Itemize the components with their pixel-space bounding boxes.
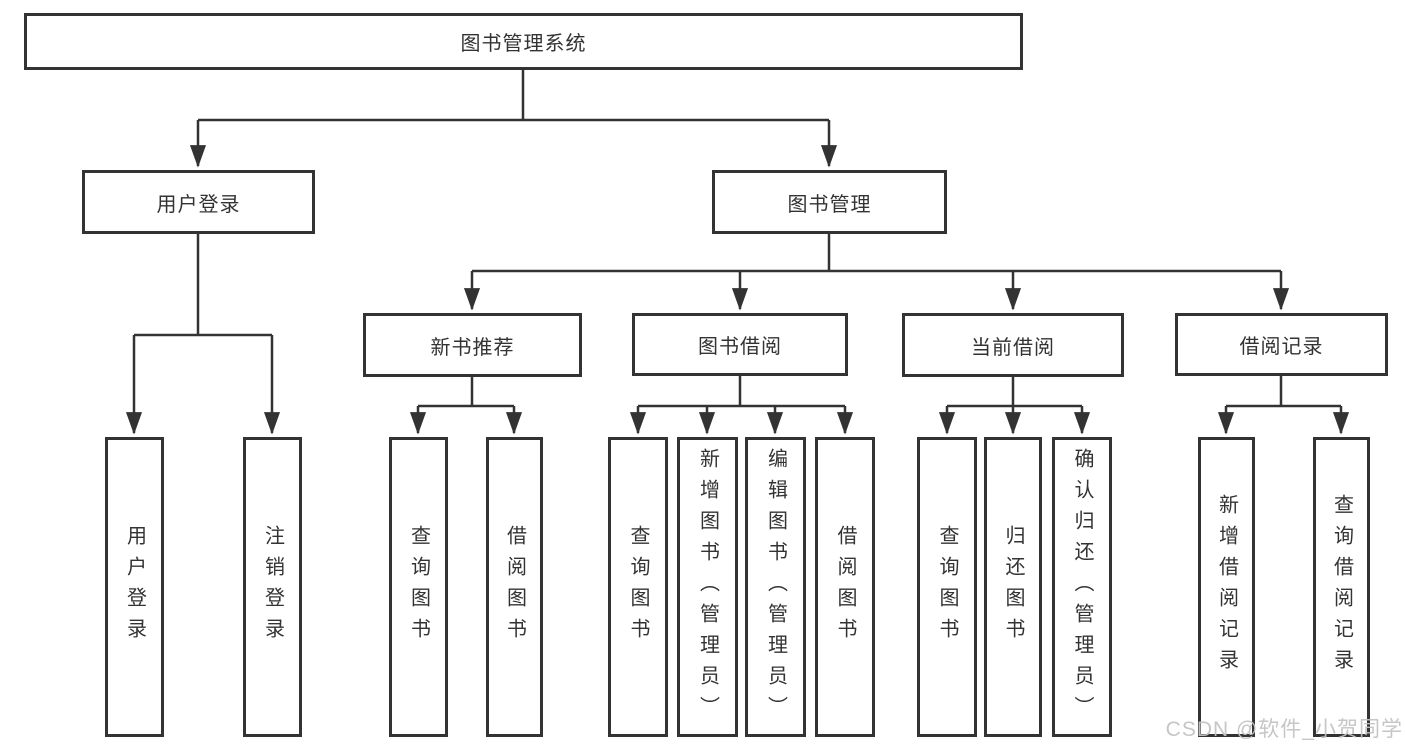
node-new-book-recommend-label: 新书推荐 xyxy=(430,336,515,359)
leaf-cb-confirm-return-admin-label: 确认归还（管理员） xyxy=(1071,447,1093,727)
leaf-cb-return-books: 归还图书 xyxy=(984,437,1042,737)
leaf-bb-borrow-books: 借阅图书 xyxy=(815,437,875,737)
leaf-logout-label: 注销登录 xyxy=(261,525,284,649)
node-book-borrowing: 图书借阅 xyxy=(632,313,848,376)
leaf-cb-query-books: 查询图书 xyxy=(917,437,977,737)
leaf-bb-query-books: 查询图书 xyxy=(608,437,668,737)
leaf-nbr-borrow-books-label: 借阅图书 xyxy=(503,525,526,649)
leaf-bb-add-books-admin: 新增图书（管理员） xyxy=(677,437,738,737)
node-borrowing-records-label: 借阅记录 xyxy=(1239,336,1324,358)
node-new-book-recommend: 新书推荐 xyxy=(363,313,582,377)
leaf-logout: 注销登录 xyxy=(243,437,302,737)
node-root-library-system: 图书管理系统 xyxy=(24,13,1023,70)
node-user-login-label: 用户登录 xyxy=(156,193,241,216)
leaf-br-query-record-label: 查询借阅记录 xyxy=(1330,494,1353,680)
leaf-bb-add-books-admin-label: 新增图书（管理员） xyxy=(696,447,719,727)
leaf-br-query-record: 查询借阅记录 xyxy=(1313,437,1370,737)
leaf-nbr-borrow-books: 借阅图书 xyxy=(486,437,543,737)
leaf-nbr-query-books: 查询图书 xyxy=(389,437,448,737)
node-root-label: 图书管理系统 xyxy=(460,33,587,55)
leaf-bb-borrow-books-label: 借阅图书 xyxy=(834,525,856,649)
leaf-user-login: 用户登录 xyxy=(105,437,164,737)
leaf-br-add-record: 新增借阅记录 xyxy=(1198,437,1255,737)
leaf-cb-query-books-label: 查询图书 xyxy=(936,525,958,649)
node-book-management-label: 图书管理 xyxy=(787,193,872,216)
node-borrowing-records: 借阅记录 xyxy=(1175,313,1388,376)
node-book-borrowing-label: 图书借阅 xyxy=(698,336,782,358)
node-user-login: 用户登录 xyxy=(82,170,315,234)
node-current-borrowing: 当前借阅 xyxy=(902,313,1124,377)
node-book-management: 图书管理 xyxy=(712,170,947,234)
leaf-bb-edit-books-admin: 编辑图书（管理员） xyxy=(745,437,806,737)
csdn-watermark: CSDN @软件_小贺同学 xyxy=(1165,718,1403,741)
node-current-borrowing-label: 当前借阅 xyxy=(971,336,1055,359)
leaf-nbr-query-books-label: 查询图书 xyxy=(407,525,430,649)
leaf-bb-edit-books-admin-label: 编辑图书（管理员） xyxy=(764,447,787,727)
leaf-user-login-label: 用户登录 xyxy=(123,525,146,649)
leaf-cb-confirm-return-admin: 确认归还（管理员） xyxy=(1052,437,1112,737)
leaf-br-add-record-label: 新增借阅记录 xyxy=(1215,494,1238,680)
leaf-bb-query-books-label: 查询图书 xyxy=(627,525,649,649)
leaf-cb-return-books-label: 归还图书 xyxy=(1002,525,1024,649)
